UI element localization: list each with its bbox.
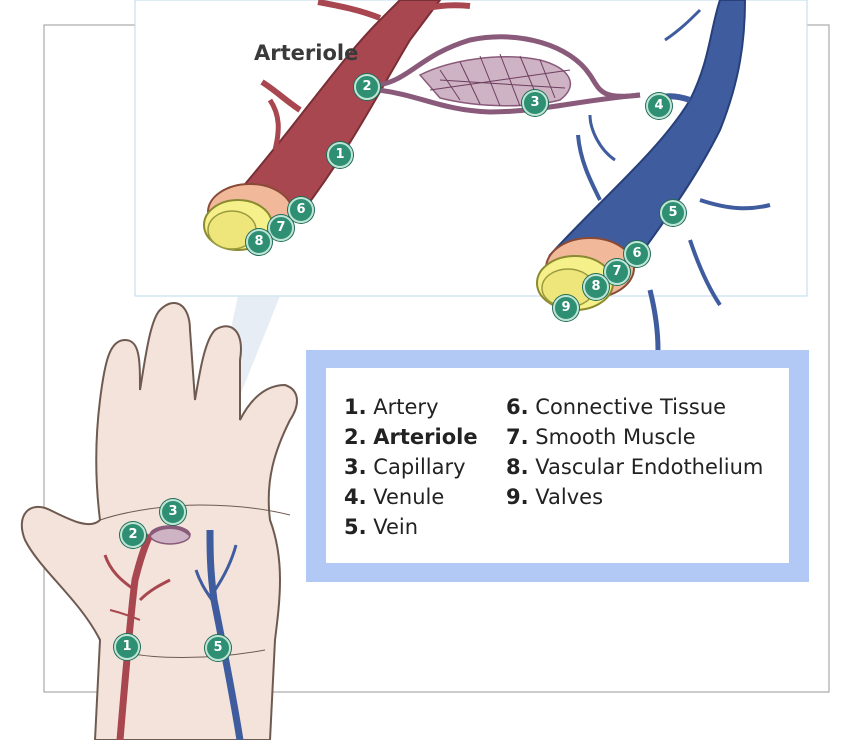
marker-vein-connective: 6 [624,241,650,267]
hand-vessels [103,525,244,740]
hand-marker-capillary: 3 [160,499,186,525]
marker-venule: 4 [646,93,672,119]
legend-item-smooth-muscle[interactable]: 7. Smooth Muscle [506,425,696,449]
marker-arteriole: 2 [354,74,380,100]
hand-marker-vein: 5 [205,635,231,661]
hand [20,301,298,740]
marker-artery: 1 [327,142,353,168]
legend-column-1: 1. Artery 2. Arteriole 3. Capillary 4. V… [344,392,478,542]
legend: 1. Artery 2. Arteriole 3. Capillary 4. V… [326,368,789,563]
marker-artery-connective: 6 [288,197,314,223]
marker-vein-valves: 9 [553,295,579,321]
legend-column-2: 6. Connective Tissue 7. Smooth Muscle 8.… [506,392,763,512]
legend-item-valves[interactable]: 9. Valves [506,485,604,509]
legend-item-vein[interactable]: 5. Vein [344,515,419,539]
legend-item-vascular-endothelium[interactable]: 8. Vascular Endothelium [506,455,764,479]
legend-item-arteriole[interactable]: 2. Arteriole [344,425,478,449]
marker-artery-smooth: 7 [268,215,294,241]
marker-vein-endothelium: 8 [583,274,609,300]
marker-artery-endothelium: 8 [246,229,272,255]
marker-vein: 5 [660,200,686,226]
hand-marker-arteriole: 2 [120,522,146,548]
legend-frame: 1. Artery 2. Arteriole 3. Capillary 4. V… [306,350,809,582]
legend-item-artery[interactable]: 1. Artery [344,395,439,419]
marker-capillary: 3 [522,90,548,116]
hand-marker-artery: 1 [114,634,140,660]
zoom-title: Arteriole [254,41,359,65]
legend-item-connective-tissue[interactable]: 6. Connective Tissue [506,395,727,419]
legend-item-capillary[interactable]: 3. Capillary [344,455,466,479]
marker-vein-smooth: 7 [604,259,630,285]
legend-item-venule[interactable]: 4. Venule [344,485,445,509]
